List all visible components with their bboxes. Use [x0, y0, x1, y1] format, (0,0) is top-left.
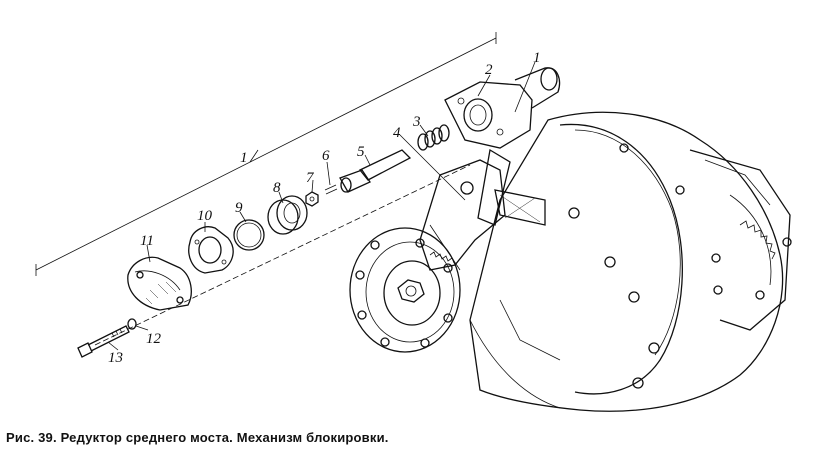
- part-5-rod: [339, 149, 412, 193]
- callout-2: 2: [485, 62, 493, 78]
- part-7-nut: [305, 191, 319, 207]
- callout-4: 4: [393, 125, 401, 141]
- part-6-pin: [324, 184, 338, 195]
- figure-caption: Рис. 39. Редуктор среднего моста. Механи…: [6, 430, 389, 445]
- callout-5: 5: [357, 144, 365, 160]
- drive-flange: [349, 227, 461, 353]
- callout-9: 9: [235, 200, 243, 216]
- callout-6: 6: [322, 148, 330, 164]
- callout-12: 12: [146, 331, 162, 347]
- explode-axis: [35, 32, 497, 346]
- leader-lines: [107, 61, 536, 351]
- part-8-bearing: [267, 195, 308, 235]
- part-12-washer: [127, 318, 137, 330]
- callout-1: 1: [240, 150, 248, 166]
- callout-7: 7: [306, 170, 315, 186]
- ring-gear-teeth: [739, 220, 776, 260]
- callout-13: 13: [108, 350, 123, 366]
- part-10-gasket: [188, 226, 234, 274]
- reducer-housing: [469, 111, 792, 412]
- housing-bolts: [568, 143, 792, 389]
- callouts: 1 1 2 3 4 5 6 7 8 9 10 11 12 13: [108, 50, 541, 366]
- callout-3: 3: [412, 114, 421, 130]
- part-11-cover: [127, 256, 192, 311]
- callout-10: 10: [197, 208, 213, 224]
- part-3-spring: [417, 124, 450, 151]
- part-2-cylinder-body: [444, 67, 561, 149]
- callout-8: 8: [273, 180, 281, 196]
- callout-1b: 1: [533, 50, 541, 66]
- part-9-o-ring: [233, 219, 265, 251]
- shift-fork: [419, 148, 546, 271]
- callout-11: 11: [140, 233, 154, 249]
